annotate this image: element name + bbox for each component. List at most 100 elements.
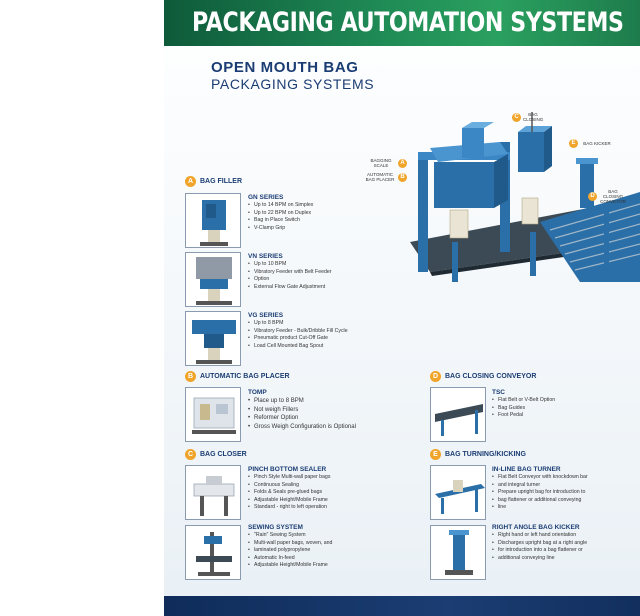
tsc-conveyor-image	[430, 387, 486, 442]
section-label: BAG CLOSING CONVEYOR	[445, 373, 537, 380]
feature-item: Discharges upright bag at a right angle	[492, 540, 587, 548]
vg-series-features: Up to 8 BPM Vibratory Feeder - Bulk/Drib…	[248, 320, 348, 350]
roller-conveyor	[540, 192, 640, 282]
feature-item: Pinch Style Multi-wall paper bags	[248, 474, 330, 482]
product-title: RIGHT ANGLE BAG KICKER	[492, 524, 580, 531]
in-line-bag-turner-image	[430, 465, 486, 520]
feature-item: Adjustable Height/Mobile Frame	[248, 497, 330, 505]
banner-title: PACKAGING AUTOMATION SYSTEMS	[192, 7, 624, 38]
feature-item: laminated polypropylene	[248, 547, 332, 555]
feature-item: Vibratory Feeder - Bulk/Dribble Fill Cyc…	[248, 328, 348, 336]
section-badge: B	[185, 371, 196, 382]
page-subtitle: PACKAGING SYSTEMS	[211, 76, 375, 92]
section-label: AUTOMATIC BAG PLACER	[200, 373, 290, 380]
in-line-bag-turner-features: Flat Belt Conveyor with knockdown bar an…	[492, 474, 588, 512]
feature-item: External Flow Gate Adjustment	[248, 284, 331, 292]
feature-item: Bag in Place Switch	[248, 217, 313, 225]
callout-label: BAG KICKER	[583, 141, 611, 146]
feature-item: Place up to 8 BPM	[248, 397, 356, 406]
feature-item: Gross Weigh Configuration is Optional	[248, 423, 356, 432]
section-label: BAG CLOSER	[200, 451, 247, 458]
feature-item: Standard - right to left operation	[248, 504, 330, 512]
callout-badge: E	[569, 139, 578, 148]
feature-item: additional conveying line	[492, 555, 587, 563]
pinch-bottom-sealer-features: Pinch Style Multi-wall paper bags Contin…	[248, 474, 330, 512]
feature-item: Bag Guides	[492, 405, 555, 413]
tomp-image	[185, 387, 241, 442]
brochure-page: PACKAGING AUTOMATION SYSTEMS OPEN MOUTH …	[164, 0, 640, 616]
callout-automatic-bag-placer: AUTOMATIC BAG PLACER B	[364, 172, 407, 182]
feature-item: Up to 10 BPM	[248, 261, 331, 269]
sewing-system-image	[185, 525, 241, 580]
callout-label: BAGGING SCALE	[370, 158, 392, 168]
bag-closing-head	[518, 132, 544, 172]
product-title: TOMP	[248, 389, 267, 396]
section-bag-closing-conveyor: D BAG CLOSING CONVEYOR	[430, 371, 536, 382]
tomp-features: Place up to 8 BPM Not weigh Fillers Refo…	[248, 397, 356, 431]
feature-item: and integral turner	[492, 482, 588, 490]
header-banner: PACKAGING AUTOMATION SYSTEMS	[164, 0, 640, 46]
callout-label: AUTOMATIC BAG PLACER	[365, 172, 395, 182]
section-badge: A	[185, 176, 196, 187]
bag	[521, 197, 539, 225]
section-label: BAG FILLER	[200, 178, 242, 185]
feature-item: Continuous Sealing	[248, 482, 330, 490]
feature-item: line	[492, 504, 588, 512]
feature-item: Flat Belt Conveyor with knockdown bar	[492, 474, 588, 482]
callout-bag-kicker: E BAG KICKER	[569, 139, 614, 148]
feature-item: Folds & Seals pre-glued bags	[248, 489, 330, 497]
feature-item: "Rain" Sewing System	[248, 532, 332, 540]
section-badge: C	[185, 449, 196, 460]
gn-series-features: Up to 14 BPM on Simplex Up to 22 BPM on …	[248, 202, 313, 232]
feature-item: Foot Pedal	[492, 412, 555, 420]
callout-label: BAG CLOSING CONVEYOR	[600, 189, 626, 204]
product-title: TSC	[492, 389, 505, 396]
product-title: IN-LINE BAG TURNER	[492, 466, 561, 473]
page-title: OPEN MOUTH BAG	[211, 59, 359, 76]
bag-placer-housing	[434, 162, 494, 208]
feature-item: Pneumatic product Cut-Off Gate	[248, 335, 348, 343]
callout-badge: A	[398, 158, 407, 168]
product-title: PINCH BOTTOM SEALER	[248, 466, 327, 473]
sewing-system-features: "Rain" Sewing System Multi-wall paper ba…	[248, 532, 332, 570]
feature-item: Reformer Option	[248, 414, 356, 423]
product-title: VG SERIES	[248, 312, 284, 319]
feature-item: V-Clamp Grip	[248, 225, 313, 233]
callout-badge: D	[588, 192, 597, 201]
section-automatic-bag-placer: B AUTOMATIC BAG PLACER	[185, 371, 290, 382]
callout-bagging-scale: BAGGING SCALE A	[366, 158, 407, 168]
section-bag-filler: A BAG FILLER	[185, 176, 242, 187]
feature-item: Up to 14 BPM on Simplex	[248, 202, 313, 210]
callout-bag-closing-conveyor: D BAG CLOSING CONVEYOR	[588, 189, 627, 204]
section-bag-closer: C BAG CLOSER	[185, 449, 247, 460]
feature-item: Multi-wall paper bags, woven, and	[248, 540, 332, 548]
packaging-line-illustration	[410, 112, 640, 282]
bag	[449, 209, 469, 239]
callout-badge: C	[512, 112, 521, 122]
callout-bag-closing: C BAG CLOSING	[512, 112, 543, 122]
section-badge: D	[430, 371, 441, 382]
feature-item: Up to 22 BPM on Duplex	[248, 210, 313, 218]
gn-series-image	[185, 193, 241, 248]
feature-item: Prepare upright bag for introduction to	[492, 489, 588, 497]
tsc-features: Flat Belt or V-Belt Option Bag Guides Fo…	[492, 397, 555, 420]
right-angle-bag-kicker-image	[430, 525, 486, 580]
product-title: VN SERIES	[248, 253, 283, 260]
feature-item: for introduction into a bag flattener or	[492, 547, 587, 555]
feature-item: Load Cell Mounted Bag Spout	[248, 343, 348, 351]
section-bag-turning-kicking: E BAG TURNING/KICKING	[430, 449, 526, 460]
section-label: BAG TURNING/KICKING	[445, 451, 526, 458]
feature-item: Adjustable Height/Mobile Frame	[248, 562, 332, 570]
feature-item: bag flattener or additional conveying	[492, 497, 588, 505]
feature-item: Automatic In-feed	[248, 555, 332, 563]
section-badge: E	[430, 449, 441, 460]
footer-bar	[164, 596, 640, 616]
product-title: SEWING SYSTEM	[248, 524, 303, 531]
feature-item: Not weigh Fillers	[248, 406, 356, 415]
feature-item: Vibratory Feeder with Belt Feeder	[248, 269, 331, 277]
feature-item: Right hand or left hand orientation	[492, 532, 587, 540]
feature-item: Flat Belt or V-Belt Option	[492, 397, 555, 405]
callout-label: BAG CLOSING	[523, 112, 544, 122]
vn-series-features: Up to 10 BPM Vibratory Feeder with Belt …	[248, 261, 331, 291]
vg-series-image	[185, 311, 241, 366]
